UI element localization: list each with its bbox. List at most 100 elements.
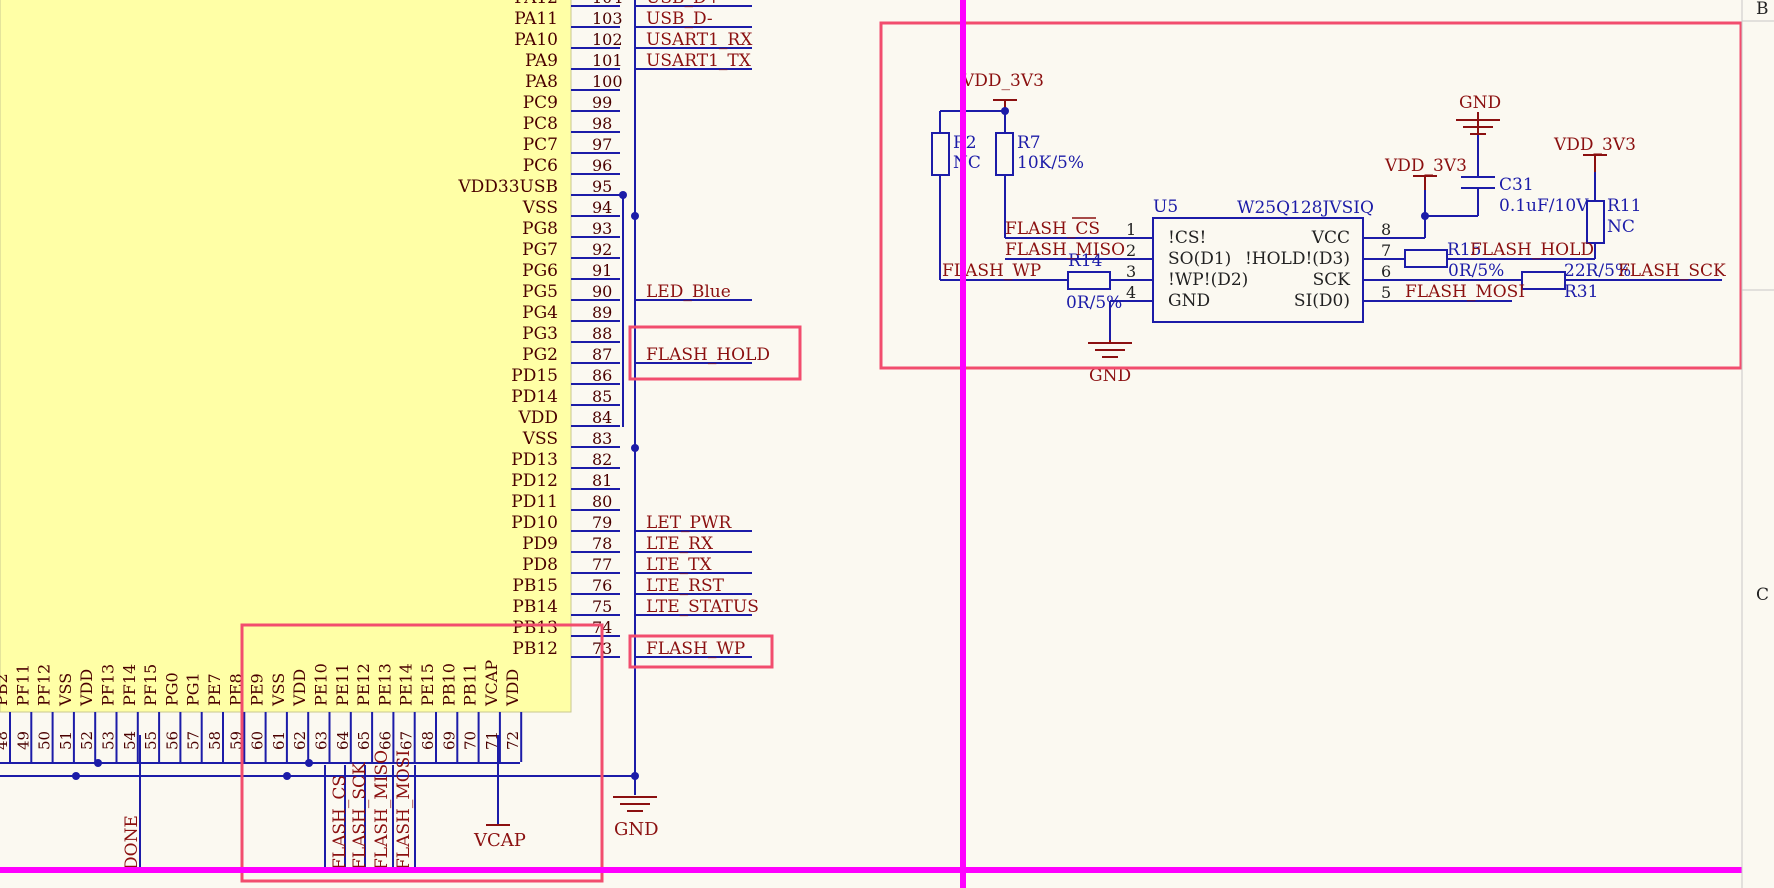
- mcu-bottom-pin-number: 63: [313, 731, 331, 750]
- mcu-junctions: [72, 191, 639, 780]
- flash-pin-number: 7: [1381, 241, 1391, 260]
- resistor-r7: [995, 132, 1014, 176]
- mcu-pin-name: PC9: [523, 93, 558, 113]
- mcu-pin-number: 93: [592, 219, 612, 238]
- mcu-pin-name: PG3: [522, 324, 558, 344]
- mcu-pin-number: 99: [592, 93, 612, 112]
- flash-pin-number: 1: [1126, 220, 1136, 239]
- flash-junctions: [1001, 107, 1429, 220]
- mcu-pin-number: 86: [592, 366, 612, 385]
- mcu-pin-name: PB14: [512, 597, 558, 617]
- flash-chip-body: [1152, 217, 1364, 323]
- resistor-r15: [1404, 249, 1448, 268]
- r7-ref: R7: [1017, 133, 1041, 153]
- mcu-pin-name: PD14: [511, 387, 558, 407]
- net-gnd-top: GND: [1459, 93, 1501, 113]
- mcu-pin-number: 88: [592, 324, 612, 343]
- net-flash-hold: FLASH_HOLD: [1470, 240, 1594, 260]
- mcu-pin-name: PD9: [522, 534, 558, 554]
- mcu-gnd-symbol: [613, 796, 657, 812]
- mcu-pin-number: 101: [592, 51, 623, 70]
- mcu-bottom-pin-number: 66: [376, 731, 394, 750]
- mcu-bottom-pin-number: 48: [0, 731, 11, 750]
- mcu-pin-name: PC6: [523, 156, 558, 176]
- highlight-flash-hold: [628, 325, 802, 381]
- net-flash-mosi-bottom: FLASH_MOSI: [394, 750, 414, 870]
- mcu-pin-number: 85: [592, 387, 612, 406]
- r15-ref: R15: [1447, 240, 1481, 260]
- net-gnd-bottom: GND: [1089, 366, 1131, 386]
- mcu-pin-name: PA12: [514, 0, 558, 8]
- mcu-pin-number: 98: [592, 114, 612, 133]
- flash-pin-number: 4: [1126, 283, 1136, 302]
- mcu-net-label: FLASH_WP: [646, 639, 745, 659]
- highlight-boxes: [240, 21, 1743, 883]
- mcu-pin-number: 84: [592, 408, 612, 427]
- r14-value: 0R/5%: [1066, 293, 1122, 313]
- r31-ref: R31: [1564, 282, 1598, 302]
- highlight-flash-section: [879, 21, 1743, 370]
- zone-label-b: B: [1756, 0, 1769, 19]
- r31-value: 22R/5%: [1564, 261, 1631, 281]
- mcu-pin-name: PD8: [522, 555, 558, 575]
- mcu-pin-name: VSS: [522, 198, 558, 218]
- mcu-pin-name: PD13: [511, 450, 558, 470]
- mcu-pin-name: PD11: [511, 492, 558, 512]
- flash-pin-name: GND: [1168, 291, 1210, 311]
- flash-pin-name: !HOLD!(D3): [1245, 249, 1350, 269]
- mcu-pin-name: PB12: [512, 639, 558, 659]
- flash-ref: U5: [1153, 197, 1178, 217]
- net-vcap: VCAP: [473, 830, 526, 851]
- mcu-pin-number: 104: [592, 0, 623, 7]
- net-vdd-3v3-left: VDD_3V3: [961, 71, 1044, 91]
- resistor-r2: [931, 132, 950, 176]
- flash-pin-name: !CS!: [1168, 228, 1206, 248]
- r7-value: 10K/5%: [1017, 153, 1084, 173]
- net-done: DONE: [122, 815, 142, 870]
- mcu-pin-number: 97: [592, 135, 612, 154]
- r11-value: NC: [1607, 217, 1635, 237]
- mcu-pin-number: 80: [592, 492, 612, 511]
- mcu-pin-name: PD10: [511, 513, 558, 533]
- flash-pin-name: VCC: [1311, 228, 1350, 248]
- mcu-pin-name: PA10: [514, 30, 558, 50]
- mcu-bottom-pin-name: PF15: [141, 664, 160, 706]
- mcu-bottom-pin-number: 51: [57, 731, 75, 750]
- mcu-pin-number: 95: [592, 177, 612, 196]
- net-flash-miso: FLASH_MISO: [1005, 240, 1125, 260]
- mcu-bottom-pin-name: VDD: [503, 669, 522, 707]
- mcu-bottom-pin-name: PE14: [397, 663, 416, 706]
- net-flash-miso-bottom: FLASH_MISO: [372, 750, 392, 870]
- mcu-bottom-pin-number: 69: [440, 731, 458, 750]
- mcu-bottom-pin-number: 68: [419, 731, 437, 750]
- mcu-bottom-pin-number: 70: [462, 731, 480, 750]
- mcu-pin-name: PA11: [514, 9, 558, 29]
- capacitor-c31: [1461, 156, 1495, 196]
- r15-value: 0R/5%: [1448, 261, 1504, 281]
- mcu-pin-number: 89: [592, 303, 612, 322]
- mcu-pin-number: 82: [592, 450, 612, 469]
- mcu-pin-number: 92: [592, 240, 612, 259]
- mcu-pin-name: PG7: [522, 240, 558, 260]
- mcu-pin-name: PG5: [522, 282, 558, 302]
- mcu-bottom-pin-name: VSS: [56, 673, 75, 707]
- mcu-bottom-pin-name: PE13: [375, 663, 394, 706]
- mcu-pin-number: 90: [592, 282, 612, 301]
- mcu-bottom-pin-name: PF14: [120, 664, 139, 706]
- highlight-flash-wp: [628, 634, 774, 669]
- mcu-bottom-pin-name: VDD: [77, 669, 96, 707]
- mcu-bottom-pin-name: PE11: [333, 663, 352, 706]
- mcu-pin-number: 103: [592, 9, 623, 28]
- mcu-bottom-pin-number: 62: [291, 731, 309, 750]
- mcu-bottom-pin-name: VSS: [269, 673, 288, 707]
- flash-pin-name: SCK: [1313, 270, 1351, 290]
- zone-label-c: C: [1756, 585, 1769, 605]
- mcu-bottom-pin-number: 55: [142, 731, 160, 750]
- mcu-pin-number: 94: [592, 198, 612, 217]
- mcu-bottom-pin-number: 71: [483, 731, 501, 750]
- highlight-bottom-pins: [240, 623, 604, 883]
- mcu-chip-body: [0, 0, 572, 713]
- mcu-bottom-pin-number: 72: [504, 731, 522, 750]
- mcu-bottom-pin-name: PB2: [0, 673, 11, 706]
